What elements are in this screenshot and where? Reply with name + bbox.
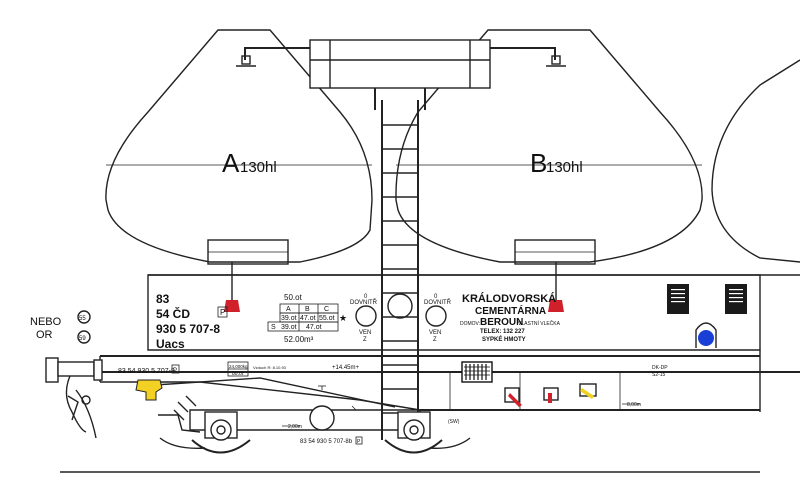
load-table-top: 50.ot <box>284 293 303 302</box>
wagon-id-block: 83 54 ČD 930 5 707-8 Uacs P <box>156 292 228 351</box>
discharge-valve-a <box>224 300 240 312</box>
svg-text:VEN: VEN <box>429 330 441 336</box>
svg-text:Z: Z <box>363 337 367 343</box>
wagon-id-line3: 930 5 707-8 <box>156 322 220 336</box>
alt-circle1: 55 <box>79 316 86 322</box>
load-table: 50.ot A B C 39.ot 47.ot 55.ot ★ S 39.ot … <box>267 293 347 344</box>
info-placard-right <box>725 284 747 314</box>
load-header-c: C <box>324 306 329 313</box>
brake-lever-1 <box>504 387 522 407</box>
brake-lever-3 <box>579 383 597 399</box>
ladder <box>381 100 419 440</box>
valve-left: 0 DOVNITŘ VEN Z <box>350 294 378 343</box>
frame-revision: Vzduch R: 8.10.93 <box>253 365 287 370</box>
svg-text:0: 0 <box>364 294 368 300</box>
alt-word1: NEBO <box>30 316 62 328</box>
info-placard-left <box>667 284 689 314</box>
body-panel <box>147 262 800 351</box>
load-row1-a: 39.ot <box>281 315 297 322</box>
load-star: ★ <box>339 313 347 323</box>
next-hopper-partial <box>711 59 800 263</box>
frame-weight-bottom: 80.ot <box>232 371 244 377</box>
frame-weight-top: 24,000kg <box>229 364 248 369</box>
frame-code-bottom: S2-15 <box>652 372 666 378</box>
wagon-id-p-badge: P <box>220 308 225 317</box>
ventilation-grille <box>461 361 493 383</box>
frame-dim-right: 8,00m <box>627 402 641 408</box>
frame-length: +14.45m+ <box>332 365 360 371</box>
owner-city: BEROUN <box>480 317 523 328</box>
load-row1-b: 47.ot <box>300 315 316 322</box>
discharge-valve-b <box>548 300 564 312</box>
owner-line2: CEMENTÁRNA <box>475 304 546 317</box>
owner-home-label: DOMOV: <box>460 321 480 327</box>
hopper-b-letter: B <box>530 148 547 178</box>
svg-text:DOVNITŘ: DOVNITŘ <box>424 298 452 306</box>
hopper-b-capacity: 130hl <box>546 159 583 176</box>
underframe <box>99 350 800 412</box>
frame-number: 83 54 930 5 707-8 <box>118 368 175 375</box>
svg-text:0: 0 <box>434 294 438 300</box>
svg-text:Z: Z <box>433 337 437 343</box>
hopper-a-letter: A <box>222 148 240 178</box>
manway-circle <box>387 293 413 319</box>
bogie-p-badge: P <box>357 439 361 445</box>
brake-lever-2 <box>543 387 559 403</box>
svg-text:DOVNITŘ: DOVNITŘ <box>350 298 378 306</box>
load-row2-label: S <box>271 324 276 331</box>
wagon-id-line2: 54 ČD <box>156 306 190 321</box>
alt-word2: OR <box>36 329 53 341</box>
alt-marking: NEBO OR 55 59 <box>30 310 91 344</box>
bogie-code: (SW) <box>448 419 460 425</box>
frame-p-badge: P <box>173 368 177 374</box>
yellow-rail-clamp <box>135 379 163 401</box>
wagon-id-line1: 83 <box>156 292 170 306</box>
load-header-a: A <box>286 306 291 313</box>
buffer-coupler <box>45 357 103 439</box>
load-volume: 52.00m³ <box>284 335 314 344</box>
load-row1-c: 55.ot <box>319 315 335 322</box>
owner-siding: VLASTNÍ VLEČKA <box>518 320 561 327</box>
svg-text:VEN: VEN <box>359 330 371 336</box>
load-header-b: B <box>305 306 310 313</box>
hopper-b <box>395 29 703 265</box>
hopper-a-capacity: 130hl <box>240 159 277 176</box>
bogie <box>158 395 471 454</box>
frame-code-top: DK-DP <box>652 365 668 371</box>
hopper-a <box>105 29 373 265</box>
bogie-number: 83 54 930 5 707-8b <box>300 439 353 445</box>
wagon-id-line4: Uacs <box>156 337 185 351</box>
owner-telex: TELEX: 132 227 <box>480 329 525 335</box>
owner-line1: KRÁLODVORSKÁ <box>462 292 556 305</box>
load-row2-b: 47.ot <box>306 324 322 331</box>
owner-goods: SYPKÉ HMOTY <box>482 335 526 343</box>
load-row2-a: 39.ot <box>281 324 297 331</box>
alt-circle2: 59 <box>79 336 86 342</box>
valve-right: 0 DOVNITŘ VEN Z <box>424 294 452 343</box>
frame-dim-left: 2,00m <box>288 424 302 430</box>
owner-block: KRÁLODVORSKÁ CEMENTÁRNA DOMOV: BEROUN VL… <box>460 292 561 343</box>
blue-signal-lamp <box>695 322 717 348</box>
top-walkway <box>236 39 566 110</box>
